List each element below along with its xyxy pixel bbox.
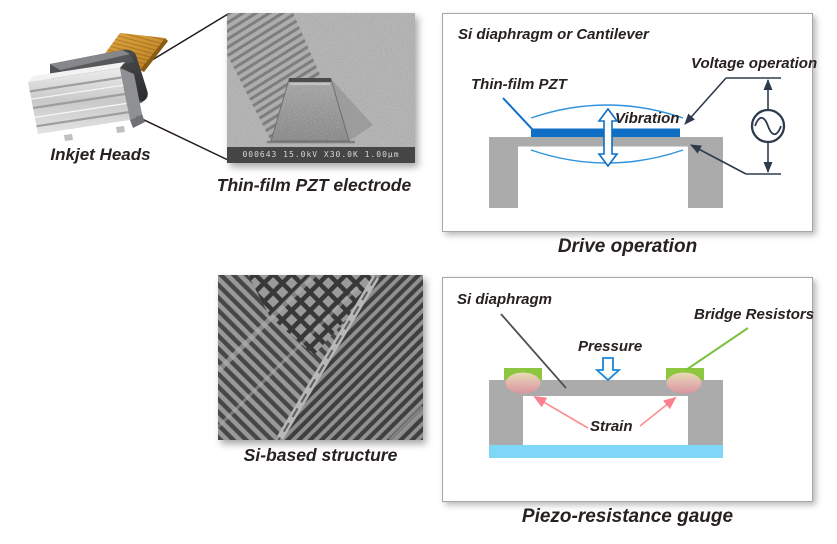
thin-film-pzt-label: Thin-film PZT [471,76,567,93]
drive-operation-panel: Si diaphragm or Cantilever Voltage opera… [442,13,817,232]
inkjet-heads-label: Inkjet Heads [50,145,151,164]
pressure-label: Pressure [578,338,643,355]
support-pillar-right [688,146,723,208]
piezo-leg-right [688,396,723,445]
pzt-callout-line [502,97,533,130]
bridge-resistors-label: Bridge Resistors [694,306,815,323]
inkjet-nozzle-rail [28,62,145,141]
pzt-ridge-structure [227,13,373,144]
voltage-arrow-top [684,77,727,125]
piezo-diaphragm-bar [489,380,723,396]
si-structure-sem-image [218,275,423,440]
si-diaphragm-callout-line [500,313,567,389]
si-diaphragm-label: Si diaphragm [457,291,553,308]
strain-arrow-left [533,395,589,429]
strain-label: Strain [590,418,633,435]
piezo-gauge-caption: Piezo-resistance gauge [521,506,734,527]
voltage-arrow-bottom [690,144,747,175]
vibration-arc-upper [530,104,684,119]
vibration-label: Vibration [615,110,680,127]
si-structure-label: Si-based structure [243,445,398,465]
support-pillar-left [489,146,518,208]
drive-operation-caption: Drive operation [557,236,698,257]
strain-arrow-right [639,396,677,427]
strain-spot-right [666,372,702,394]
bridge-resistor-callout-line [685,327,749,371]
ac-source-symbol [750,108,786,144]
si-stripe-region-right [278,275,423,440]
piezo-gauge-panel: Si diaphragm Bridge Resistors Pressure S… [442,277,815,502]
voltage-operation-label: Voltage operation [691,55,818,72]
si-diaphragm-or-cantilever-label: Si diaphragm or Cantilever [458,26,649,43]
piezo-leg-left [489,396,523,445]
inkjet-head-illustration [8,10,178,145]
glass-base-plate [489,445,723,458]
strain-spot-left [505,372,541,394]
vibration-arrow [597,107,619,168]
pzt-electrode-label: Thin-film PZT electrode [216,175,412,195]
pzt-electrode-sem-image: 000643 15.0kV X30.0K 1.00μm [227,13,415,163]
sem-scale-caption: 000643 15.0kV X30.0K 1.00μm [227,147,415,163]
pressure-arrow [594,357,622,382]
